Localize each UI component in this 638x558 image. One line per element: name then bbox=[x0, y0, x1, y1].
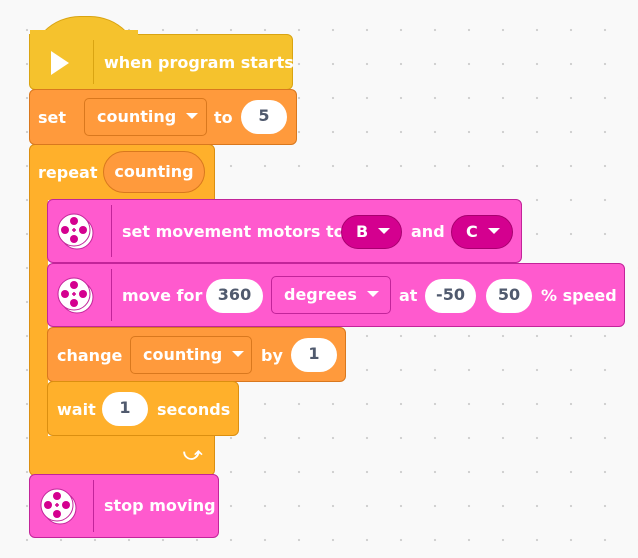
amount-input[interactable]: 360 bbox=[206, 279, 263, 313]
dropdown-value: B bbox=[356, 222, 369, 241]
divider bbox=[93, 480, 94, 532]
speed-label: % speed bbox=[541, 286, 617, 305]
right-speed-input[interactable]: 50 bbox=[486, 279, 532, 313]
stop-moving-label: stop moving bbox=[104, 496, 216, 515]
repeat-count-reporter[interactable]: counting bbox=[103, 151, 205, 193]
to-label: to bbox=[214, 108, 233, 127]
port1-dropdown[interactable]: B bbox=[341, 215, 402, 249]
input-value: 5 bbox=[258, 106, 270, 125]
move-for-label: move for bbox=[122, 286, 203, 305]
hat-label: when program starts bbox=[104, 53, 294, 72]
dropdown-value: degrees bbox=[284, 285, 357, 304]
change-label: change bbox=[57, 346, 123, 365]
input-value: 50 bbox=[497, 285, 521, 304]
unit-dropdown[interactable]: degrees bbox=[271, 276, 391, 314]
dropdown-value: counting bbox=[143, 345, 223, 364]
caret-down-icon bbox=[186, 112, 199, 119]
seconds-label: seconds bbox=[157, 400, 231, 419]
set-variable-dropdown[interactable]: counting bbox=[84, 98, 207, 136]
by-label: by bbox=[261, 346, 283, 365]
input-value: 1 bbox=[308, 344, 320, 363]
and-label: and bbox=[411, 222, 445, 241]
repeat-label: repeat bbox=[38, 163, 98, 182]
change-variable-dropdown[interactable]: counting bbox=[130, 336, 252, 374]
input-value: 360 bbox=[217, 285, 252, 304]
input-value: 1 bbox=[119, 398, 131, 417]
divider bbox=[111, 269, 112, 321]
caret-down-icon bbox=[378, 227, 391, 234]
left-speed-input[interactable]: -50 bbox=[425, 279, 476, 313]
reporter-text: counting bbox=[114, 162, 194, 181]
dropdown-value: C bbox=[466, 222, 478, 241]
motor-icon bbox=[57, 277, 94, 314]
wait-value-input[interactable]: 1 bbox=[102, 392, 148, 426]
motor-icon bbox=[57, 213, 94, 250]
wait-label: wait bbox=[57, 400, 96, 419]
play-icon bbox=[51, 51, 69, 75]
caret-down-icon bbox=[232, 350, 245, 357]
caret-down-icon bbox=[487, 227, 500, 234]
port2-dropdown[interactable]: C bbox=[451, 215, 513, 249]
dropdown-value: counting bbox=[97, 107, 177, 126]
change-value-input[interactable]: 1 bbox=[291, 338, 337, 372]
loop-arrow-icon: ⤻ bbox=[183, 444, 203, 465]
input-value: -50 bbox=[436, 285, 465, 304]
divider bbox=[93, 40, 94, 84]
set-label: set bbox=[38, 108, 67, 127]
divider bbox=[111, 205, 112, 257]
set-motors-label: set movement motors to bbox=[122, 222, 345, 241]
set-value-input[interactable]: 5 bbox=[241, 100, 287, 134]
at-label: at bbox=[399, 286, 418, 305]
caret-down-icon bbox=[366, 290, 379, 297]
motor-icon bbox=[40, 488, 77, 525]
set-movement-motors-block[interactable] bbox=[47, 199, 522, 263]
